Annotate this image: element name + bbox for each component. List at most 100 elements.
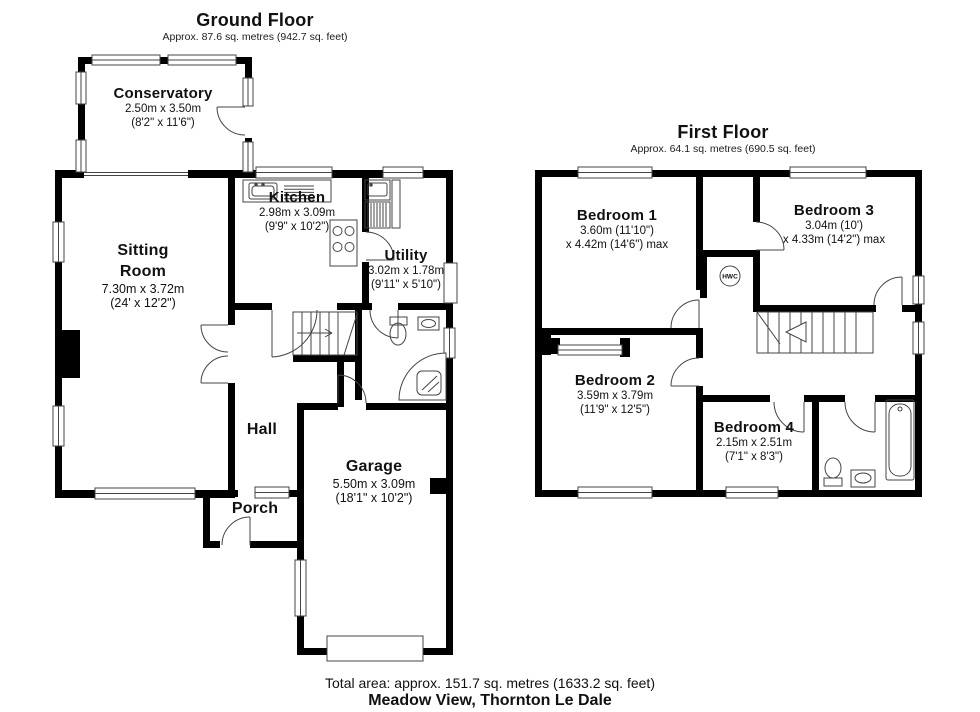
ground-floor-doors	[200, 106, 399, 546]
room-name: Porch	[231, 500, 279, 517]
room-name: Bedroom 2	[574, 372, 656, 389]
room-label-hall: Hall	[247, 420, 277, 439]
room-label-sitting-room: Sitting Room 7.30m x 3.72m (24' x 12'2")	[102, 240, 185, 310]
room-label-bedroom-3: Bedroom 3 3.04m (10') x 4.33m (14'2") ma…	[783, 201, 885, 247]
window-icon	[443, 327, 456, 359]
back-door-icon	[443, 262, 458, 304]
door-arc-icon	[216, 106, 246, 136]
room-name: Utility	[384, 247, 428, 264]
door-arc-icon	[670, 357, 700, 387]
room-dim-metric: 2.98m x 3.09m	[258, 207, 336, 219]
room-dim-line1: 3.04m (10')	[805, 220, 863, 232]
toilet-icon	[389, 316, 408, 346]
garage-pier	[430, 478, 446, 494]
room-dim-imperial: (8'2" x 11'6")	[131, 116, 195, 129]
stairs-icon	[292, 311, 358, 356]
stairs-icon	[756, 311, 874, 354]
room-dim-imperial: (9'11" x 5'10")	[371, 278, 441, 291]
room-dim-metric: 3.59m x 3.79m	[576, 390, 654, 402]
window-icon	[912, 275, 925, 305]
door-arc-icon	[271, 309, 318, 358]
room-dim-line2: x 4.42m (14'6") max	[565, 238, 669, 251]
door-arc-icon	[755, 221, 785, 251]
room-dim-imperial: (9'9" x 10'2")	[264, 220, 330, 233]
door-arc-icon	[221, 516, 251, 546]
room-label-utility: Utility 3.02m x 1.78m (9'11" x 5'10")	[368, 246, 444, 292]
room-dim-metric: 3.02m x 1.78m	[367, 265, 445, 277]
room-label-porch: Porch	[232, 499, 278, 518]
room-label-bedroom-4: Bedroom 4 2.15m x 2.51m (7'1" x 8'3")	[714, 418, 794, 464]
door-arc-icon	[200, 324, 229, 353]
room-name: Kitchen	[268, 189, 326, 206]
chimney-breast	[62, 330, 80, 378]
room-label-conservatory: Conservatory 2.50m x 3.50m (8'2" x 11'6"…	[113, 84, 212, 130]
door-arc-icon	[873, 276, 903, 306]
room-label-bedroom-1: Bedroom 1 3.60m (11'10") x 4.42m (14'6")…	[566, 206, 668, 252]
hwc-label: HWC	[722, 274, 738, 281]
room-dim-line1: 3.60m (11'10")	[580, 225, 654, 237]
room-name-line1: Sitting	[117, 242, 169, 259]
door-arc-icon	[365, 231, 395, 261]
ground-floor-title: Ground Floor	[196, 10, 314, 30]
room-name: Bedroom 1	[576, 207, 658, 224]
window-icon	[254, 486, 290, 499]
kitchen-sink-icon	[242, 179, 332, 203]
ground-floor-windows	[52, 54, 456, 662]
window-icon	[52, 405, 65, 447]
ground-floor-subtitle: Approx. 87.6 sq. metres (942.7 sq. feet)	[162, 31, 348, 43]
door-arc-icon	[200, 355, 229, 384]
room-dim-imperial: (24' x 12'2")	[110, 296, 176, 310]
room-dim-imperial: (11'9" x 12'5")	[580, 403, 650, 416]
door-arc-icon	[670, 299, 700, 329]
first-floor-windows	[557, 166, 925, 499]
room-dim-imperial: (7'1" x 8'3")	[725, 450, 783, 463]
hwc-cylinder-icon: HWC	[719, 265, 741, 287]
shower-icon	[398, 352, 447, 401]
window-icon	[557, 344, 623, 356]
garage-door-icon	[326, 635, 424, 662]
door-arc-icon	[337, 374, 367, 404]
utility-sink-icon	[364, 179, 401, 229]
room-name: Garage	[345, 458, 403, 475]
room-dim-metric: 2.15m x 2.51m	[715, 437, 793, 449]
room-name: Conservatory	[113, 85, 213, 102]
hob-icon	[329, 219, 358, 267]
first-floor-subtitle: Approx. 64.1 sq. metres (690.5 sq. feet)	[630, 143, 816, 155]
window-icon	[255, 166, 333, 179]
window-icon	[577, 486, 653, 499]
room-label-kitchen: Kitchen 2.98m x 3.09m (9'9" x 10'2")	[259, 188, 335, 234]
ground-floor-plan	[55, 57, 453, 655]
sink-icon	[850, 469, 876, 488]
window-icon	[577, 166, 653, 179]
room-name-line2: Room	[119, 263, 167, 280]
first-floor-title: First Floor	[677, 122, 769, 142]
window-icon	[382, 166, 424, 179]
door-arc-icon	[369, 309, 399, 339]
room-dim-imperial: (18'1" x 10'2")	[335, 491, 413, 505]
total-area-text: Total area: approx. 151.7 sq. metres (16…	[325, 675, 655, 691]
room-label-garage: Garage 5.50m x 3.09m (18'1" x 10'2")	[333, 456, 416, 505]
window-icon	[912, 321, 925, 355]
window-icon	[94, 487, 196, 500]
room-name: Bedroom 3	[793, 202, 875, 219]
door-arc-icon	[844, 401, 876, 433]
address-text: Meadow View, Thornton Le Dale	[368, 692, 612, 709]
window-icon	[242, 77, 254, 107]
room-name: Bedroom 4	[713, 419, 795, 436]
window-icon	[91, 54, 161, 66]
window-icon	[789, 166, 867, 179]
room-dim-line2: x 4.33m (14'2") max	[782, 233, 886, 246]
window-icon	[725, 486, 779, 499]
window-icon	[75, 71, 87, 105]
window-icon	[167, 54, 237, 66]
ground-floor-openings	[84, 106, 458, 548]
toilet-icon	[823, 457, 843, 487]
room-label-bedroom-2: Bedroom 2 3.59m x 3.79m (11'9" x 12'5")	[575, 371, 655, 417]
room-dim-metric: 5.50m x 3.09m	[332, 477, 416, 491]
bath-icon	[885, 399, 915, 481]
first-floor-doors	[670, 221, 903, 433]
window-icon	[52, 221, 65, 263]
window-icon	[242, 141, 254, 173]
window-icon	[294, 559, 307, 617]
